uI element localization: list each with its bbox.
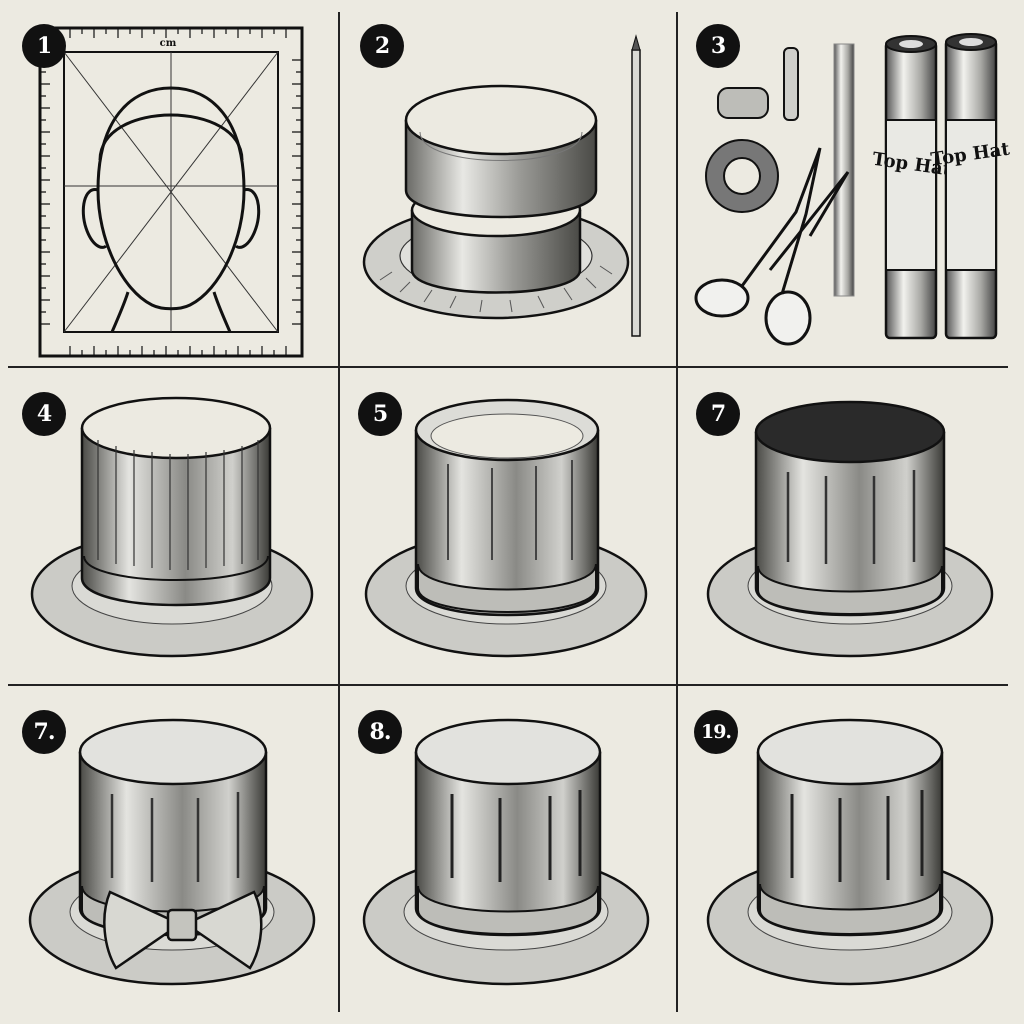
step-number-badge: 4	[22, 392, 66, 436]
divider-h2	[8, 684, 1008, 686]
hat-with-bow-illustration	[28, 718, 316, 986]
step-number-badge: 7	[696, 392, 740, 436]
crown-painted-illustration	[706, 400, 994, 658]
step-number-badge: 19.	[694, 710, 738, 754]
finished-hat-illustration	[706, 718, 994, 986]
step-number-badge: 3	[696, 24, 740, 68]
scissors-icon	[694, 147, 850, 346]
crown-glue-illustration	[30, 396, 314, 658]
head-measure-illustration: cm	[38, 26, 304, 358]
step-9-panel: 19.	[678, 686, 1024, 1024]
glue-stick-icon	[783, 47, 799, 121]
top-hat-illustration	[362, 718, 650, 986]
crown-smooth-illustration	[364, 398, 648, 658]
step-3-panel: Top Hat Top Hat 3	[678, 0, 1024, 366]
step-4-panel: 4	[0, 368, 338, 684]
bow-icon	[103, 890, 263, 970]
divider-v2	[676, 12, 678, 1012]
divider-v1	[338, 12, 340, 1012]
step-number-badge: 1	[22, 24, 66, 68]
step-number-badge: 8.	[358, 710, 402, 754]
step-8-panel: 8.	[340, 686, 676, 1024]
step-5-panel: 5	[340, 368, 676, 684]
step-2-panel: 2	[340, 0, 676, 366]
step-number-badge: 7.	[22, 710, 66, 754]
divider-h1	[8, 366, 1008, 368]
eraser-icon	[717, 87, 769, 119]
step-number-badge: 2	[360, 24, 404, 68]
ruler-unit-label: cm	[160, 38, 177, 49]
step-1-panel: cm 1	[0, 0, 338, 366]
supplies-illustration: Top Hat Top Hat	[694, 33, 1012, 346]
step-6-panel: 7	[678, 368, 1024, 684]
step-number-badge: 5	[358, 392, 402, 436]
paper-strips-illustration	[362, 34, 641, 337]
step-7-panel: 7.	[0, 686, 338, 1024]
dowel-icon	[833, 43, 855, 297]
